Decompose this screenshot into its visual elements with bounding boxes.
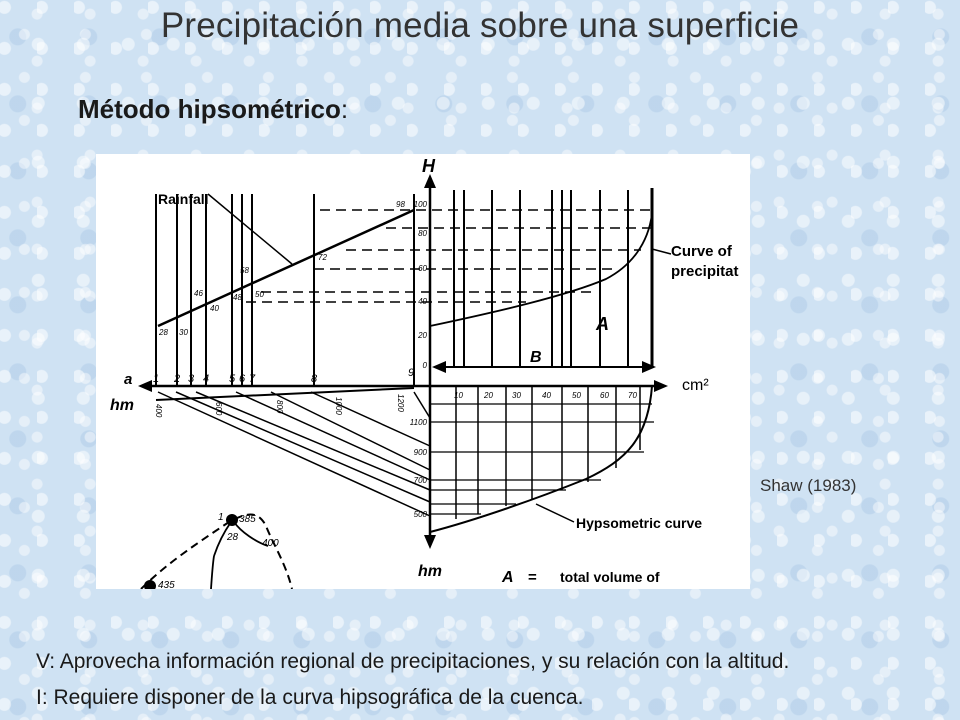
label-hm-bottom: hm bbox=[418, 563, 442, 580]
precipitation-curve bbox=[429, 213, 653, 327]
projection-line bbox=[270, 391, 431, 471]
station-number: 7 bbox=[249, 373, 256, 385]
map-label: 1 bbox=[218, 512, 224, 523]
left-elev-tick: 400 bbox=[154, 404, 163, 418]
rain-value: 48 bbox=[233, 293, 242, 302]
hypsometric-leader bbox=[535, 503, 575, 523]
right-elev-tick: 1100 bbox=[410, 418, 428, 427]
cm2-tick: 20 bbox=[483, 391, 493, 400]
bullet-advantage: V: Aprovecha información regional de pre… bbox=[36, 650, 790, 673]
map-label: 435 bbox=[158, 580, 175, 589]
legend-text: total volume of bbox=[560, 569, 660, 585]
rainfall-leader bbox=[207, 193, 293, 265]
precip-curve-leader bbox=[651, 248, 672, 255]
h-axis-arrow bbox=[424, 174, 436, 188]
rain-value: 40 bbox=[210, 304, 219, 313]
rain-value: 30 bbox=[179, 328, 188, 337]
station-number: 9 bbox=[408, 367, 414, 379]
rain-value: 50 bbox=[255, 290, 264, 299]
legend-a: A bbox=[501, 569, 514, 586]
legend-eq: = bbox=[528, 569, 537, 586]
hm-axis-arrow bbox=[424, 535, 436, 549]
label-curve-precip-2: precipitat bbox=[671, 263, 739, 280]
label-curve-precip-1: Curve of bbox=[671, 243, 733, 260]
map-label: 385 bbox=[239, 514, 256, 525]
rain-value: 58 bbox=[240, 266, 249, 275]
h-tick: 80 bbox=[418, 229, 427, 238]
projection-line bbox=[235, 391, 431, 481]
label-a-area: A bbox=[595, 314, 609, 334]
figure-credit: Shaw (1983) bbox=[760, 476, 857, 495]
station-number: 8 bbox=[311, 373, 318, 385]
cm2-tick: 30 bbox=[512, 391, 521, 400]
projection-line bbox=[413, 391, 431, 419]
station-number: 1 bbox=[153, 373, 159, 385]
b-arrow-right bbox=[642, 361, 656, 373]
left-elev-tick: 600 bbox=[214, 402, 223, 416]
label-hypsometric-curve: Hypsometric curve bbox=[576, 515, 702, 531]
station-number: 4 bbox=[203, 373, 209, 385]
station-number: 3 bbox=[188, 373, 195, 385]
cm2-tick: 50 bbox=[572, 391, 581, 400]
right-elev-tick: 900 bbox=[414, 448, 428, 457]
rain-value: 46 bbox=[194, 289, 203, 298]
cm2-axis-arrow bbox=[654, 380, 668, 392]
rain-value: 28 bbox=[158, 328, 168, 337]
a-axis-arrow bbox=[138, 380, 152, 392]
label-cm2-axis: cm² bbox=[682, 377, 709, 394]
h-tick: 20 bbox=[417, 331, 427, 340]
right-elev-tick: 500 bbox=[414, 510, 428, 519]
station-number: 2 bbox=[173, 373, 180, 385]
basin-river bbox=[210, 521, 269, 589]
subtitle-text: Método hipsométrico bbox=[78, 94, 341, 124]
left-elev-tick: 800 bbox=[275, 400, 284, 414]
rainfall-line bbox=[157, 208, 415, 328]
projection-line bbox=[310, 391, 431, 447]
station-marker bbox=[144, 580, 156, 589]
label-b: B bbox=[530, 349, 542, 366]
h-tick: 60 bbox=[418, 264, 427, 273]
label-h-axis: H bbox=[422, 156, 436, 176]
slide-subtitle: Método hipsométrico: bbox=[78, 94, 348, 125]
label-rainfall: Rainfall bbox=[158, 191, 209, 207]
left-elev-tick: 1000 bbox=[334, 397, 343, 415]
basin-boundary bbox=[140, 513, 293, 589]
map-label: 400 bbox=[262, 538, 279, 549]
right-elev-tick: 700 bbox=[414, 476, 428, 485]
cm2-tick: 40 bbox=[542, 391, 551, 400]
projection-line bbox=[157, 391, 431, 517]
hypsometric-curve bbox=[429, 385, 653, 533]
bullet-limitation: I: Requiere disponer de la curva hipsogr… bbox=[36, 686, 584, 709]
projection-line bbox=[175, 391, 431, 503]
left-elev-tick: 1200 bbox=[396, 394, 405, 412]
cm2-tick: 60 bbox=[600, 391, 609, 400]
h-tick: 0 bbox=[423, 361, 428, 370]
diagram-svg: Rainfall H a hm hm cm² B A Curve of prec… bbox=[110, 156, 739, 589]
b-arrow-left bbox=[432, 361, 446, 373]
map-label: 28 bbox=[226, 532, 239, 543]
projection-line bbox=[195, 391, 431, 491]
rain-value: 72 bbox=[318, 253, 327, 262]
h-tick: 100 bbox=[414, 200, 428, 209]
slide-title: Precipitación media sobre una superficie bbox=[160, 6, 800, 45]
station-number: 5 bbox=[229, 373, 236, 385]
station-number: 6 bbox=[239, 373, 246, 385]
hm-left-axis bbox=[155, 387, 415, 401]
label-hm-left: hm bbox=[110, 397, 134, 414]
rain-value: 98 bbox=[396, 200, 405, 209]
label-a-axis: a bbox=[124, 371, 132, 388]
cm2-tick: 70 bbox=[628, 391, 637, 400]
subtitle-colon: : bbox=[340, 94, 349, 124]
station-marker bbox=[226, 514, 238, 526]
hypsometric-diagram: Rainfall H a hm hm cm² B A Curve of prec… bbox=[96, 154, 750, 589]
cm2-tick: 10 bbox=[454, 391, 463, 400]
h-tick: 40 bbox=[418, 297, 427, 306]
